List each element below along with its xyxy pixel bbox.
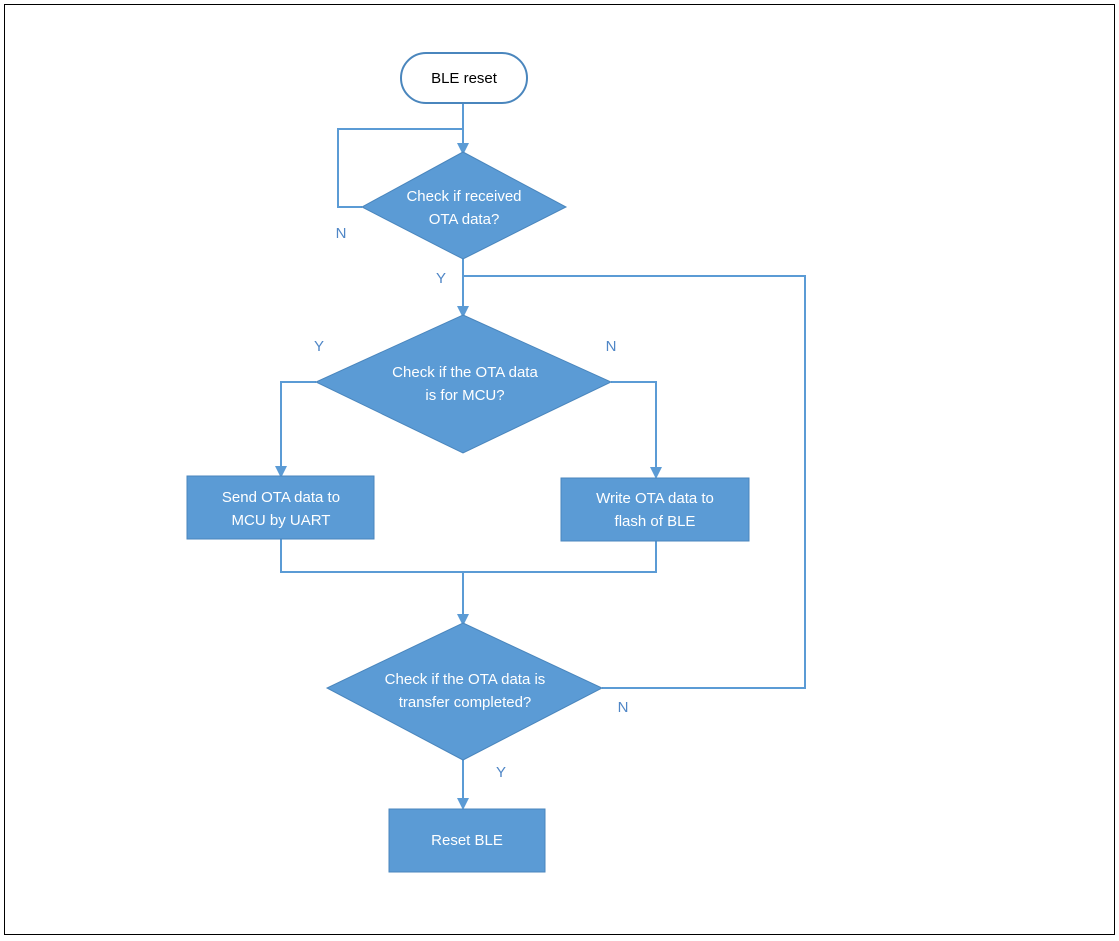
decision-for-mcu-line-1: Check if the OTA data bbox=[392, 364, 538, 381]
completed-no-label: N bbox=[618, 699, 629, 716]
for-mcu-yes-connector bbox=[275, 381, 316, 478]
completed-yes-label: Y bbox=[496, 764, 506, 781]
process-send-to-mcu-shape bbox=[186, 475, 375, 540]
process-send-to-mcu-line-2: MCU by UART bbox=[232, 512, 331, 529]
decision-transfer-completed-line-1: Check if the OTA data is bbox=[385, 671, 546, 688]
process-send-to-mcu-line-1: Send OTA data to bbox=[222, 489, 340, 506]
flow-labels: N Y Y N N Y bbox=[314, 225, 628, 781]
decision-received-ota-shape bbox=[360, 151, 568, 260]
process-reset-ble: Reset BLE bbox=[388, 808, 546, 873]
for-mcu-no-label: N bbox=[606, 338, 617, 355]
decision-for-mcu-shape bbox=[314, 314, 613, 454]
connector-lines bbox=[275, 103, 806, 810]
process-write-flash-line-2: flash of BLE bbox=[615, 513, 696, 530]
start-terminator: BLE reset bbox=[400, 52, 528, 104]
process-write-flash-line-1: Write OTA data to bbox=[596, 490, 714, 507]
received-no-label: N bbox=[336, 225, 347, 242]
start-terminator-shape bbox=[400, 52, 528, 104]
decision-received-ota-line-1: Check if received bbox=[406, 188, 521, 205]
decision-transfer-completed-line-2: transfer completed? bbox=[399, 694, 532, 711]
process-write-flash-shape bbox=[560, 477, 750, 542]
diagram-border bbox=[4, 4, 1115, 935]
decision-for-mcu: Check if the OTA data is for MCU? bbox=[314, 314, 613, 454]
process-write-flash: Write OTA data to flash of BLE bbox=[560, 477, 750, 542]
start-label: BLE reset bbox=[431, 70, 498, 87]
send-to-merge-connector bbox=[280, 539, 463, 573]
decision-received-ota-line-2: OTA data? bbox=[429, 211, 500, 228]
write-to-merge-connector bbox=[463, 541, 657, 573]
decision-received-ota: Check if received OTA data? bbox=[360, 151, 568, 260]
received-yes-label: Y bbox=[436, 270, 446, 287]
for-mcu-no-connector bbox=[611, 381, 662, 479]
decision-transfer-completed: Check if the OTA data is transfer comple… bbox=[325, 622, 604, 761]
process-send-to-mcu: Send OTA data to MCU by UART bbox=[186, 475, 375, 540]
for-mcu-yes-label: Y bbox=[314, 338, 324, 355]
process-reset-ble-shape bbox=[388, 808, 546, 873]
decision-for-mcu-line-2: is for MCU? bbox=[425, 387, 504, 404]
received-retry-loop-connector bbox=[337, 128, 469, 208]
process-reset-ble-label: Reset BLE bbox=[431, 832, 503, 849]
decision-transfer-completed-shape bbox=[325, 622, 604, 761]
completed-no-loop-connector bbox=[463, 275, 806, 689]
